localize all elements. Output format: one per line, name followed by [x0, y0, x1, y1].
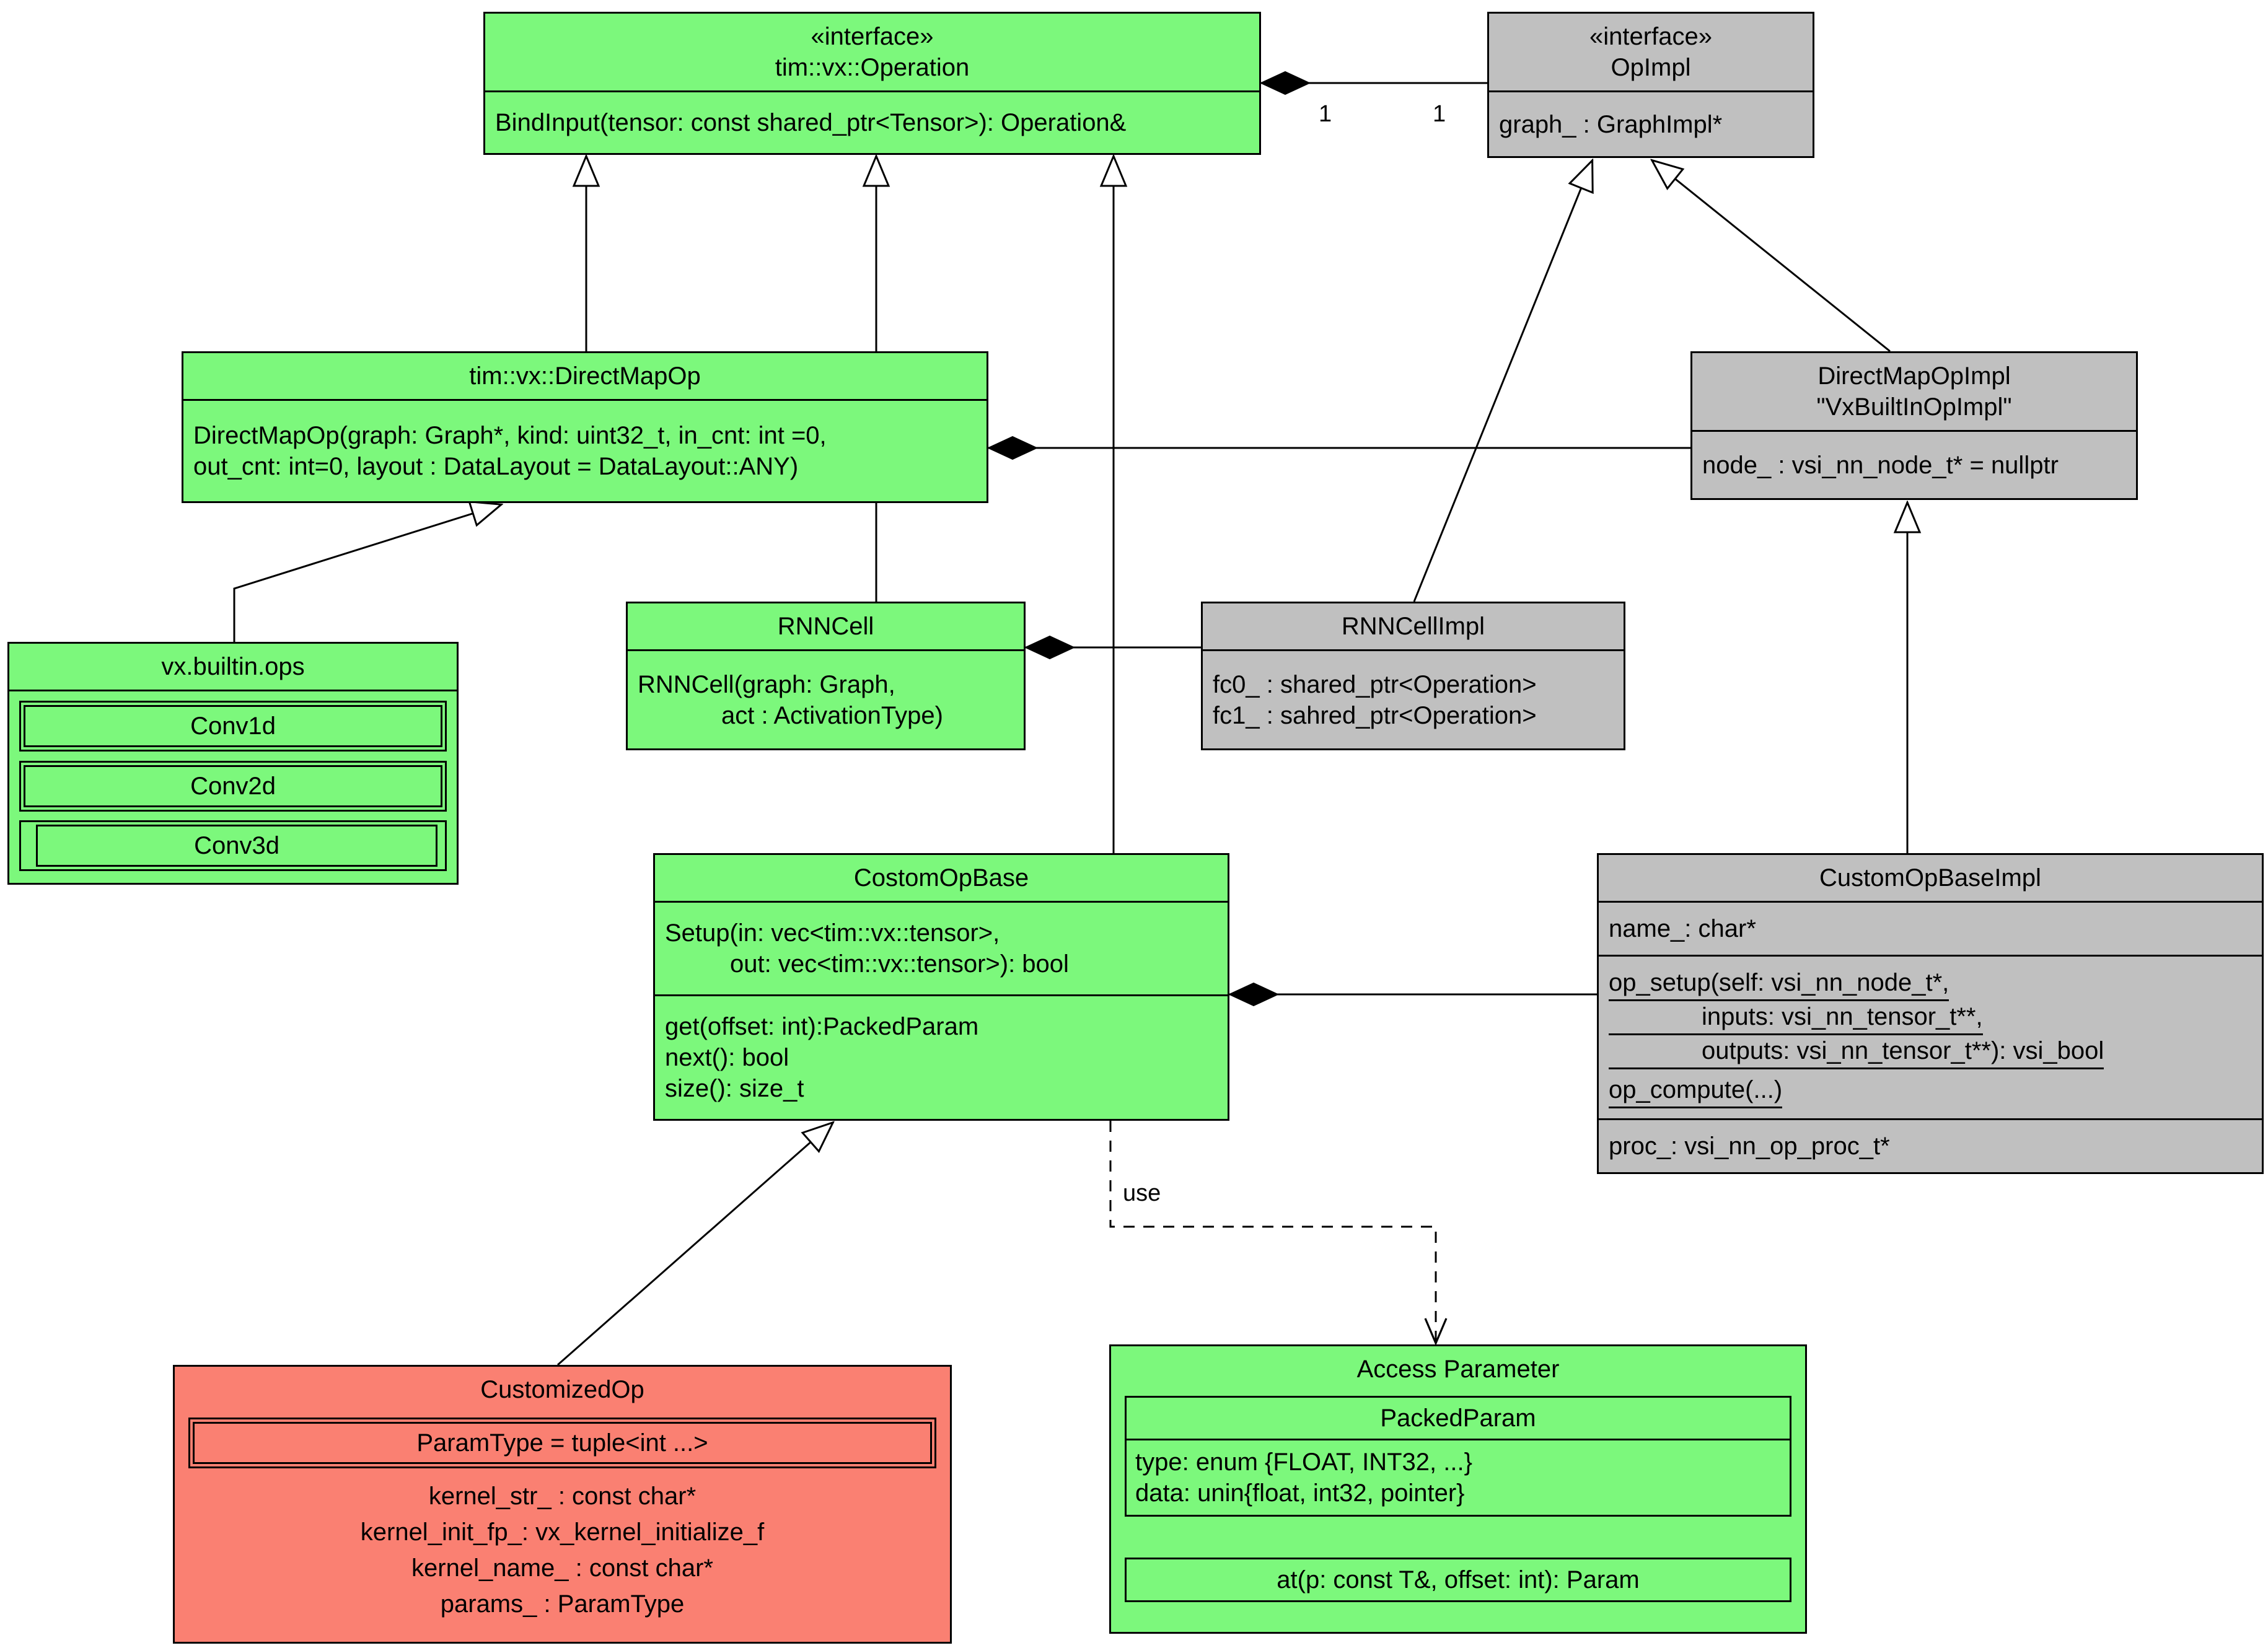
customopbaseimpl-attr1-section: name_: char* [1599, 901, 2262, 955]
rnncell-name: RNNCell [777, 613, 874, 640]
edge-label-use: use [1123, 1180, 1161, 1206]
directmapopimpl-name: DirectMapOpImpl [1817, 362, 2011, 390]
class-rnncellimpl: RNNCellImpl fc0_ : shared_ptr<Operation>… [1201, 602, 1625, 750]
class-conv1d: Conv1d [19, 700, 447, 752]
class-access-parameter: Access Parameter PackedParam type: enum … [1109, 1344, 1807, 1634]
rnncellimpl-attr-fc1: fc1_ : sahred_ptr<Operation> [1213, 701, 1537, 729]
customopbaseimpl-attr-proc: proc_: vsi_nn_op_proc_t* [1609, 1133, 1890, 1160]
accessparam-method-at: at(p: const T&, offset: int): Param [1277, 1566, 1640, 1593]
operation-method-bindinput: BindInput(tensor: const shared_ptr<Tenso… [495, 109, 1127, 136]
packedparam-attr-data: data: unin{float, int32, pointer} [1135, 1479, 1465, 1507]
conv2d-name: Conv2d [24, 765, 442, 807]
operation-name: tim::vx::Operation [775, 54, 970, 81]
costomopbase-method-size: size(): size_t [665, 1075, 804, 1102]
class-costomopbase-header: CostomOpBase [655, 855, 1228, 901]
class-customopbaseimpl: CustomOpBaseImpl name_: char* op_setup(s… [1597, 853, 2264, 1174]
class-operation-header: «interface» tim::vx::Operation [485, 14, 1259, 90]
conv1d-name: Conv1d [24, 704, 442, 747]
customopbaseimpl-opsetup-line3: outputs: vsi_nn_tensor_t**): vsi_bool [1609, 1035, 2104, 1069]
edge-generalization-builtinops-directmapop [233, 504, 502, 642]
customizedop-body: ParamType = tuple<int ...> kernel_str_ :… [175, 1413, 950, 1642]
class-packedparam: PackedParam type: enum {FLOAT, INT32, ..… [1125, 1396, 1791, 1517]
costomopbase-method-get: get(offset: int):PackedParam [665, 1013, 979, 1040]
builtinops-header: vx.builtin.ops [9, 644, 457, 690]
class-rnncellimpl-header: RNNCellImpl [1203, 603, 1624, 649]
class-directmapop: tim::vx::DirectMapOp DirectMapOp(graph: … [182, 351, 988, 503]
rnncellimpl-name: RNNCellImpl [1341, 613, 1485, 640]
edge-multiplicity-left: 1 [1319, 101, 1332, 127]
accessparam-name: Access Parameter [1356, 1356, 1560, 1383]
costomopbase-setup-section: Setup(in: vec<tim::vx::tensor>, out: vec… [655, 901, 1228, 994]
edge-generalization-rnncellimpl-opimpl [1413, 160, 1593, 602]
edge-generalization-directmapopimpl-opimpl [1651, 160, 1891, 353]
class-opimpl-attrs: graph_ : GraphImpl* [1489, 90, 1813, 156]
directmapop-ctor-line1: DirectMapOp(graph: Graph*, kind: uint32_… [193, 422, 827, 449]
rnncell-ctor-line1: RNNCell(graph: Graph, [638, 670, 895, 698]
rnncell-ctor-line2: act : ActivationType) [721, 701, 943, 729]
packedparam-attrs: type: enum {FLOAT, INT32, ...} data: uni… [1127, 1440, 1790, 1515]
customizedop-field-kernelname: kernel_name_ : const char* [411, 1554, 713, 1582]
edge-multiplicity-right: 1 [1433, 101, 1446, 127]
costomopbase-name: CostomOpBase [853, 864, 1029, 892]
customizedop-name: CustomizedOp [480, 1376, 644, 1403]
class-directmapopimpl-attrs: node_ : vsi_nn_node_t* = nullptr [1692, 430, 2136, 498]
directmapopimpl-attr-node: node_ : vsi_nn_node_t* = nullptr [1702, 451, 2059, 479]
edge-dependency-costomopbase-accessparam [1109, 1121, 1436, 1343]
customizedop-paramtype-box: ParamType = tuple<int ...> [188, 1418, 936, 1468]
costomopbase-setup-line1: Setup(in: vec<tim::vx::tensor>, [665, 919, 1000, 947]
directmapopimpl-alias: "VxBuiltInOpImpl" [1816, 393, 2012, 421]
class-opimpl: «interface» OpImpl graph_ : GraphImpl* [1487, 12, 1814, 158]
opimpl-attr-graph: graph_ : GraphImpl* [1499, 110, 1723, 138]
opimpl-stereotype: «interface» [1589, 23, 1712, 50]
class-directmapop-methods: DirectMapOp(graph: Graph*, kind: uint32_… [183, 399, 987, 501]
operation-stereotype: «interface» [811, 23, 934, 50]
packedparam-attr-type: type: enum {FLOAT, INT32, ...} [1135, 1449, 1472, 1476]
class-conv2d: Conv2d [19, 760, 447, 812]
class-operation-methods: BindInput(tensor: const shared_ptr<Tenso… [485, 90, 1259, 153]
class-opimpl-header: «interface» OpImpl [1489, 14, 1813, 90]
customopbaseimpl-opcompute: op_compute(...) [1609, 1074, 1783, 1108]
accessparam-body: PackedParam type: enum {FLOAT, INT32, ..… [1111, 1392, 1805, 1632]
packedparam-name: PackedParam [1127, 1398, 1790, 1440]
class-directmapopimpl: DirectMapOpImpl "VxBuiltInOpImpl" node_ … [1690, 351, 2138, 500]
class-conv3d: Conv3d [19, 820, 447, 872]
builtinops-name: vx.builtin.ops [161, 653, 305, 680]
accessparam-at-box: at(p: const T&, offset: int): Param [1125, 1558, 1791, 1602]
class-rnncell-header: RNNCell [628, 603, 1024, 649]
customopbaseimpl-opsetup-line2: inputs: vsi_nn_tensor_t**, [1609, 1001, 1983, 1035]
customopbaseimpl-attr2-section: proc_: vsi_nn_op_proc_t* [1599, 1118, 2262, 1172]
class-directmapop-header: tim::vx::DirectMapOp [183, 353, 987, 399]
class-rnncellimpl-attrs: fc0_ : shared_ptr<Operation> fc1_ : sahr… [1203, 649, 1624, 748]
customizedop-field-kernelinitfp: kernel_init_fp_: vx_kernel_initialize_f [360, 1519, 765, 1546]
customizedop-paramtype: ParamType = tuple<int ...> [193, 1422, 932, 1464]
customopbaseimpl-opsetup-line1: op_setup(self: vsi_nn_node_t*, [1609, 967, 1949, 1001]
customizedop-field-params: params_ : ParamType [440, 1590, 685, 1618]
costomopbase-method-next: next(): bool [665, 1044, 789, 1071]
directmapop-ctor-line2: out_cnt: int=0, layout : DataLayout = Da… [193, 453, 799, 480]
accessparam-header: Access Parameter [1111, 1346, 1805, 1392]
class-rnncell: RNNCell RNNCell(graph: Graph, act : Acti… [626, 602, 1026, 750]
costomopbase-setup-line2: out: vec<tim::vx::tensor>): bool [730, 950, 1069, 978]
builtinops-items: Conv1d Conv2d Conv3d [9, 690, 457, 883]
directmapop-name: tim::vx::DirectMapOp [469, 362, 701, 390]
costomopbase-methods-section: get(offset: int):PackedParam next(): boo… [655, 994, 1228, 1119]
class-customizedop: CustomizedOp ParamType = tuple<int ...> … [173, 1365, 952, 1644]
customopbaseimpl-attr-name: name_: char* [1609, 914, 1756, 942]
customopbaseimpl-methods-section: op_setup(self: vsi_nn_node_t*, inputs: v… [1599, 954, 2262, 1119]
class-costomopbase: CostomOpBase Setup(in: vec<tim::vx::tens… [653, 853, 1229, 1121]
class-customopbaseimpl-header: CustomOpBaseImpl [1599, 855, 2262, 901]
customopbaseimpl-name: CustomOpBaseImpl [1819, 864, 2041, 892]
class-operation: «interface» tim::vx::Operation BindInput… [483, 12, 1261, 155]
class-customizedop-header: CustomizedOp [175, 1367, 950, 1413]
class-rnncell-methods: RNNCell(graph: Graph, act : ActivationTy… [628, 649, 1024, 748]
class-directmapopimpl-header: DirectMapOpImpl "VxBuiltInOpImpl" [1692, 353, 2136, 430]
rnncellimpl-attr-fc0: fc0_ : shared_ptr<Operation> [1213, 670, 1537, 698]
package-vx-builtin-ops: vx.builtin.ops Conv1d Conv2d Conv3d [7, 642, 459, 885]
conv3d-name: Conv3d [36, 825, 437, 867]
opimpl-name: OpImpl [1611, 54, 1691, 81]
customizedop-field-kernelstr: kernel_str_ : const char* [428, 1483, 697, 1510]
edge-generalization-customizedop-costomopbase [557, 1122, 833, 1366]
